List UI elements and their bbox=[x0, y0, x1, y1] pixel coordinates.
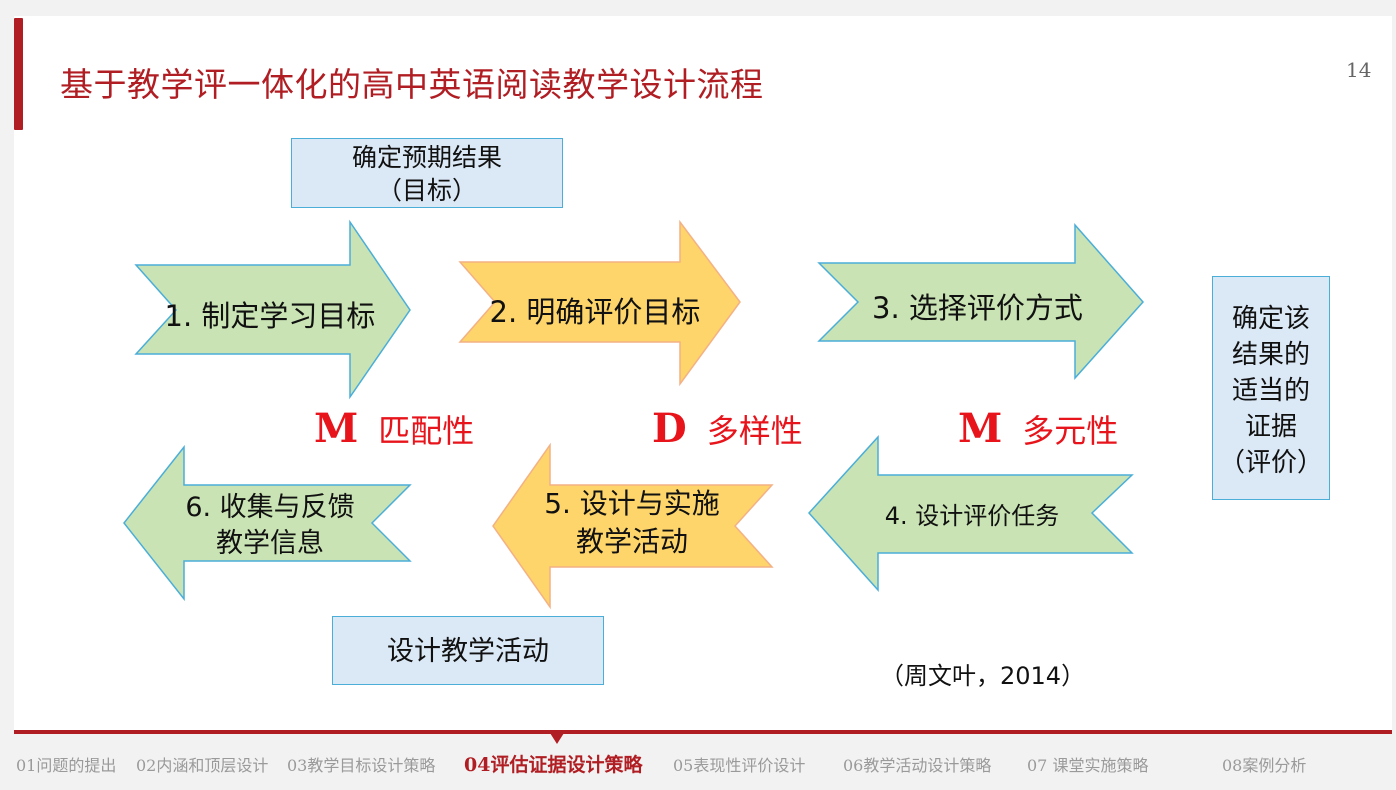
evidence-line-5: （评价） bbox=[1218, 448, 1323, 478]
property-matching-word: 匹配性 bbox=[378, 412, 475, 450]
slide-canvas bbox=[14, 16, 1392, 730]
nav-item-01[interactable]: 01问题的提出 bbox=[16, 756, 117, 775]
section-nav: 01问题的提出 02内涵和顶层设计 03教学目标设计策略 04评估证据设计策略 … bbox=[0, 752, 1396, 782]
expected-results-box: 确定预期结果 （目标） bbox=[291, 138, 563, 208]
arrow-6-label-line-1: 6. 收集与反馈 bbox=[185, 492, 355, 523]
property-diversity-letter: D bbox=[652, 405, 687, 452]
evidence-line-2: 结果的 bbox=[1231, 340, 1310, 370]
property-plurality: M 多元性 bbox=[958, 405, 1118, 452]
property-diversity-word: 多样性 bbox=[706, 412, 803, 450]
evidence-line-3: 适当的 bbox=[1231, 376, 1310, 406]
nav-item-03[interactable]: 03教学目标设计策略 bbox=[287, 756, 436, 775]
arrow-2-shape bbox=[458, 219, 741, 387]
nav-item-04[interactable]: 04评估证据设计策略 bbox=[464, 754, 643, 776]
arrow-5-shape bbox=[492, 442, 774, 610]
title-accent-bar bbox=[14, 18, 23, 130]
arrow-1-label: 1. 制定学习目标 bbox=[164, 299, 376, 333]
nav-item-06[interactable]: 06教学活动设计策略 bbox=[843, 756, 992, 775]
nav-item-07[interactable]: 07 课堂实施策略 bbox=[1027, 756, 1149, 775]
arrow-6-label: 6. 收集与反馈 教学信息 bbox=[160, 490, 380, 562]
expected-results-line-1: 确定预期结果 bbox=[351, 143, 502, 172]
evidence-box: 确定该 结果的 适当的 证据 （评价） bbox=[1212, 276, 1330, 500]
footer-divider bbox=[14, 730, 1392, 734]
arrow-6-label-line-2: 教学信息 bbox=[216, 528, 324, 559]
property-plurality-word: 多元性 bbox=[1022, 412, 1119, 450]
arrow-1-shape bbox=[134, 219, 411, 400]
arrow-6-shape bbox=[123, 444, 412, 602]
arrow-5-label: 5. 设计与实施 教学活动 bbox=[512, 485, 752, 561]
arrow-4-label: 4. 设计评价任务 bbox=[884, 502, 1060, 530]
arrow-3-shape bbox=[817, 223, 1145, 380]
page-number: 14 bbox=[1346, 58, 1372, 82]
property-matching: M 匹配性 bbox=[314, 405, 474, 452]
arrow-5-label-line-2: 教学活动 bbox=[575, 525, 688, 558]
page-title: 基于教学评一体化的高中英语阅读教学设计流程 bbox=[60, 65, 764, 104]
evidence-line-1: 确定该 bbox=[1231, 304, 1310, 334]
arrow-4-shape bbox=[807, 435, 1134, 592]
nav-item-02[interactable]: 02内涵和顶层设计 bbox=[136, 756, 269, 775]
expected-results-line-2: （目标） bbox=[376, 176, 477, 205]
arrow-2-label: 2. 明确评价目标 bbox=[489, 295, 701, 329]
citation: （周文叶，2014） bbox=[880, 662, 1086, 690]
property-diversity: D 多样性 bbox=[652, 405, 803, 452]
arrow-5-label-line-1: 5. 设计与实施 bbox=[544, 487, 720, 520]
property-matching-letter: M bbox=[314, 405, 359, 452]
nav-item-08[interactable]: 08案例分析 bbox=[1222, 756, 1307, 775]
evidence-line-4: 证据 bbox=[1244, 412, 1297, 442]
property-plurality-letter: M bbox=[958, 405, 1003, 452]
active-section-marker-icon bbox=[550, 733, 564, 744]
arrow-3-label: 3. 选择评价方式 bbox=[872, 291, 1083, 325]
nav-item-05[interactable]: 05表现性评价设计 bbox=[673, 756, 806, 775]
design-activities-box: 设计教学活动 bbox=[332, 616, 604, 685]
